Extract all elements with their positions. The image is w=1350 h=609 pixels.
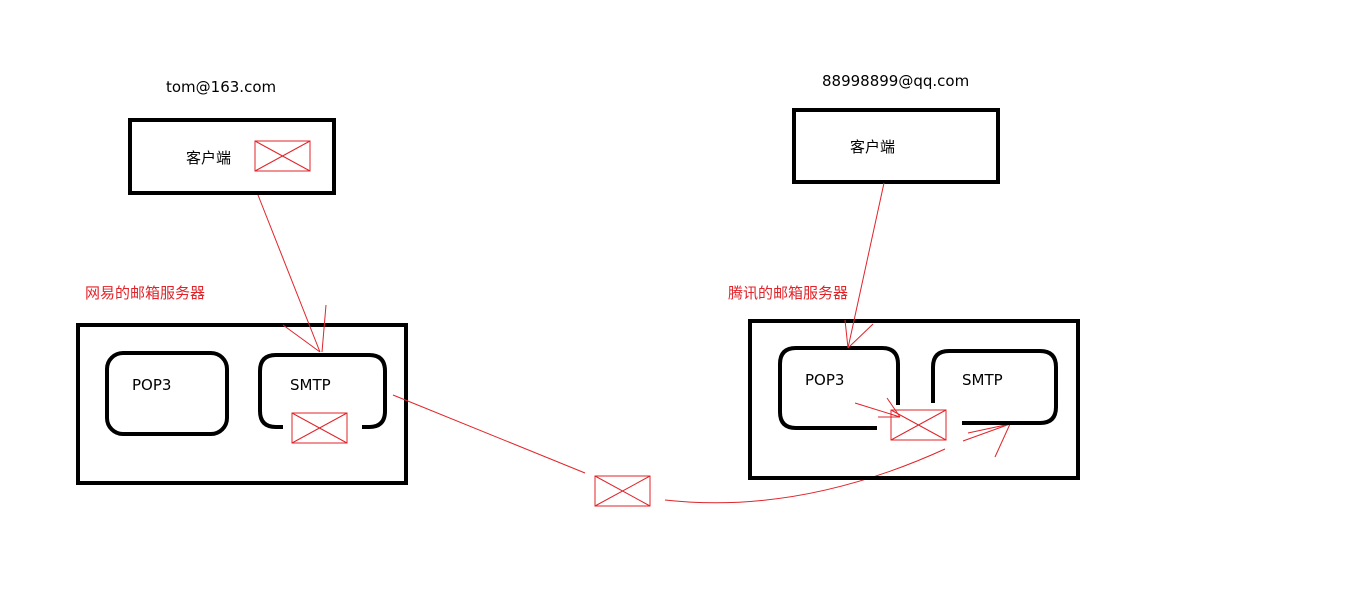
tencent-pop3-box	[778, 346, 900, 430]
netease-pop3-label: POP3	[132, 376, 171, 394]
netease-smtp-label: SMTP	[290, 376, 331, 394]
arrow-client-to-smtp	[257, 194, 327, 353]
tencent-smtp-label: SMTP	[962, 371, 1003, 389]
transfer-line	[392, 394, 586, 474]
envelope-icon	[254, 140, 311, 172]
netease-pop3-box	[105, 351, 229, 436]
sender-client-box	[128, 118, 336, 195]
netease-server-label: 网易的邮箱服务器	[85, 284, 205, 302]
recipient-email: 88998899@qq.com	[822, 72, 969, 90]
envelope-icon	[291, 412, 348, 444]
recipient-client-label: 客户端	[850, 138, 895, 156]
arrow-envelope-to-pop3	[854, 397, 901, 418]
tencent-pop3-label: POP3	[805, 371, 844, 389]
envelope-icon	[594, 475, 651, 507]
recipient-client-box	[792, 108, 1000, 184]
tencent-server-box	[748, 319, 1080, 480]
tencent-server-label: 腾讯的邮箱服务器	[728, 284, 848, 302]
arrow-to-tencent-smtp	[664, 423, 1011, 504]
sender-email: tom@163.com	[166, 78, 276, 96]
arrow-pop3-to-client	[844, 182, 885, 349]
envelope-icon	[890, 409, 947, 441]
netease-server-box	[76, 323, 408, 485]
tencent-smtp-box	[931, 349, 1058, 425]
netease-smtp-box	[258, 353, 387, 429]
sender-client-label: 客户端	[186, 149, 231, 167]
